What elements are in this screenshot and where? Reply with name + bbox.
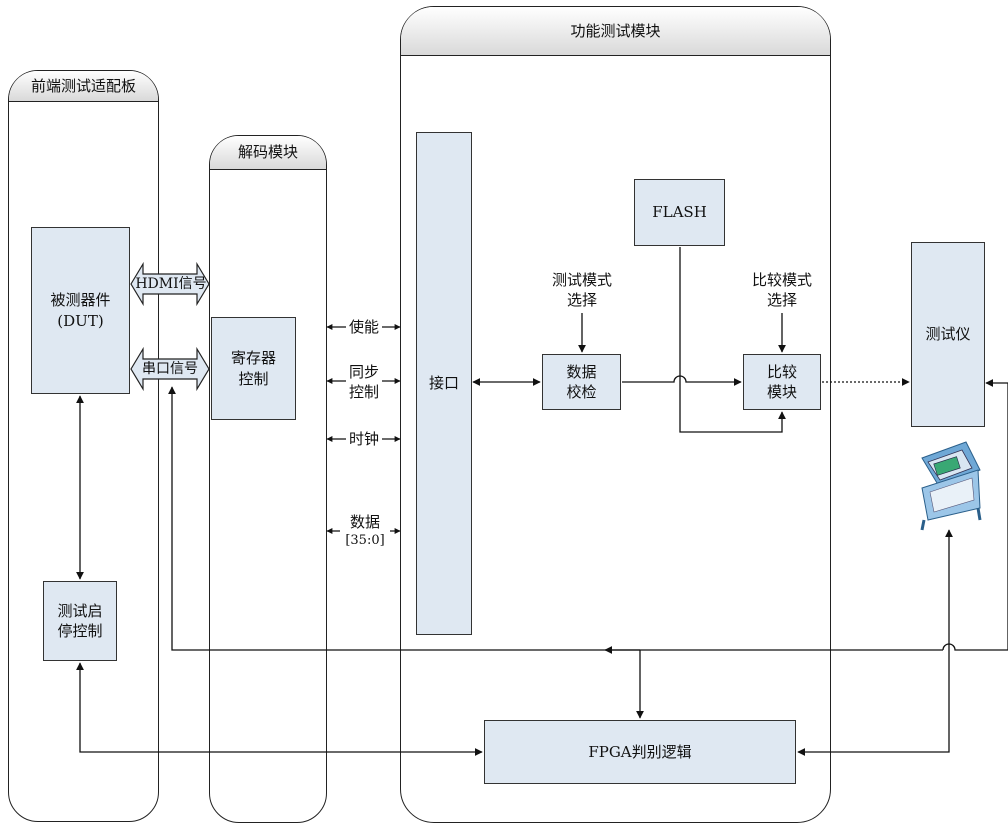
test-mode-label-1: 测试模式 xyxy=(542,270,622,290)
compare-mode-label-2: 选择 xyxy=(742,290,822,310)
sync-label-1: 同步 xyxy=(346,362,382,382)
hdmi-signal-label: HDMI信号 xyxy=(133,274,209,294)
test-mode-label-2: 选择 xyxy=(542,290,622,310)
compare-mode-select-label: 比较模式 选择 xyxy=(742,270,822,311)
data-label-2: [35:0] xyxy=(340,532,390,550)
sync-control-label: 同步 控制 xyxy=(346,362,382,403)
enable-label: 使能 xyxy=(346,317,382,337)
sync-label-2: 控制 xyxy=(346,382,382,402)
serial-signal-label: 串口信号 xyxy=(131,359,209,379)
compare-mode-label-1: 比较模式 xyxy=(742,270,822,290)
test-mode-select-label: 测试模式 选择 xyxy=(542,270,622,311)
test-instrument-icon xyxy=(922,442,980,530)
data-label-1: 数据 xyxy=(340,512,390,532)
data-bus-label: 数据 [35:0] xyxy=(340,512,390,550)
clock-label: 时钟 xyxy=(346,429,382,449)
